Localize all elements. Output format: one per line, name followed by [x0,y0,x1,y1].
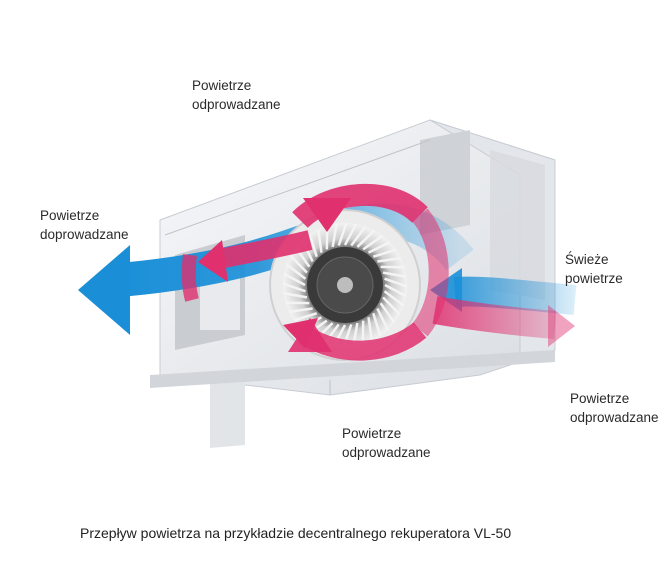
fan-blade [356,229,376,248]
label-exhaust-right-line1: Powietrze [570,391,630,406]
fan-blade [285,263,307,280]
fan-blade [343,223,358,246]
label-exhaust-bottom: Powietrze odprowadzane [342,424,431,462]
fan-blade [331,223,338,248]
fan-blade [282,282,306,293]
exhaust-top-arrow [303,100,351,232]
label-exhaust-bottom-line2: odprowadzane [342,445,431,460]
fan-blade [382,271,407,278]
fan-blade [372,248,397,258]
fan-blade [293,312,318,322]
fan-blade [337,222,348,246]
fan-blade [383,290,405,307]
fan-blade [288,307,313,314]
fan-blade [367,241,391,254]
label-fresh-air: Świeże powietrze [565,250,623,288]
fan-blade [316,228,323,253]
label-exhaust-bottom-line1: Powietrze [342,426,402,441]
exhaust-right-arrow [432,296,575,347]
exhaust-bottom-arrow [288,318,332,440]
label-exhaust-right: Powietrze odprowadzane [570,389,659,427]
fan-blade [367,317,374,342]
fan-blade [377,256,402,263]
label-supply-left-line2: doprowadzane [40,227,129,242]
fan-blade [350,225,367,247]
label-exhaust-top-line1: Powietrze [192,78,252,93]
fan-blade [382,296,401,316]
fan-blade [384,277,408,288]
fan-blade [283,292,308,299]
label-supply-left: Powietrze doprowadzane [40,206,129,244]
fan-blade [362,234,384,251]
fan-blade [379,302,396,324]
fan-blade [372,312,382,337]
fan-blade [289,254,308,274]
label-fresh-air-line1: Świeże [565,252,609,267]
label-exhaust-right-line2: odprowadzane [570,410,659,425]
label-fresh-air-line2: powietrze [565,271,623,286]
label-exhaust-top: Powietrze odprowadzane [192,76,281,114]
label-supply-left-line1: Powietrze [40,208,100,223]
figure-caption: Przepływ powietrza na przykładzie decent… [80,525,512,541]
label-exhaust-top-line2: odprowadzane [192,97,281,112]
fan-blade [308,233,318,258]
fan-blade [376,307,389,331]
fan-blade [384,283,407,298]
fan-blade [283,272,306,287]
